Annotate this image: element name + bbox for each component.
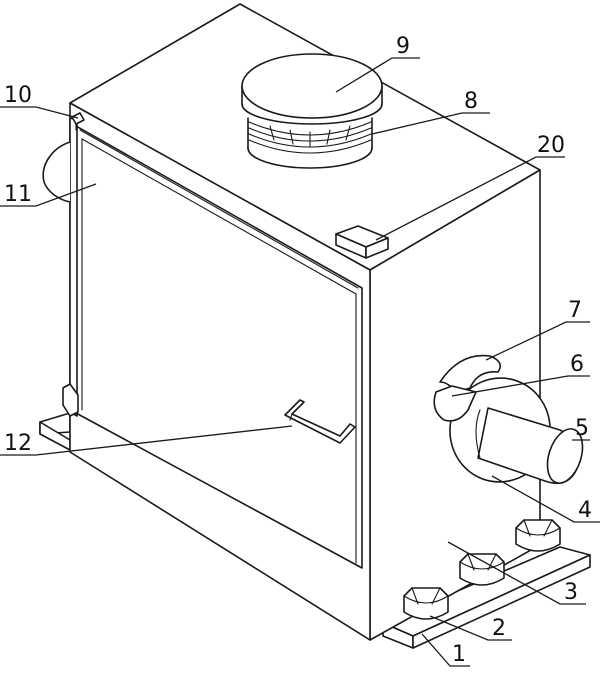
left-pipe-stub xyxy=(42,141,71,203)
callout-12: 12 xyxy=(4,431,32,456)
bolt-front xyxy=(403,587,449,620)
callout-3: 3 xyxy=(564,580,578,605)
callout-8: 8 xyxy=(464,89,478,114)
callout-11: 11 xyxy=(4,182,32,207)
left-base-plate xyxy=(39,412,71,451)
leader-lines xyxy=(0,57,600,667)
hinge-top xyxy=(71,112,85,131)
hinge-bottom xyxy=(62,383,79,417)
callout-6: 6 xyxy=(570,352,584,377)
callout-20: 20 xyxy=(537,133,565,158)
callout-7: 7 xyxy=(568,298,582,323)
callout-4: 4 xyxy=(578,498,592,523)
callout-labels: 9 8 20 10 11 7 6 5 4 3 2 1 12 xyxy=(4,34,592,667)
bolt-back xyxy=(515,519,561,552)
side-outlet xyxy=(433,354,584,485)
callout-9: 9 xyxy=(396,34,410,59)
top-block xyxy=(335,225,389,259)
vent-cap xyxy=(241,53,383,169)
callout-2: 2 xyxy=(492,616,506,641)
callout-1: 1 xyxy=(452,642,466,667)
callout-10: 10 xyxy=(4,83,32,108)
bolt-middle xyxy=(459,553,505,586)
callout-5: 5 xyxy=(575,416,589,441)
door-handle xyxy=(284,399,356,444)
